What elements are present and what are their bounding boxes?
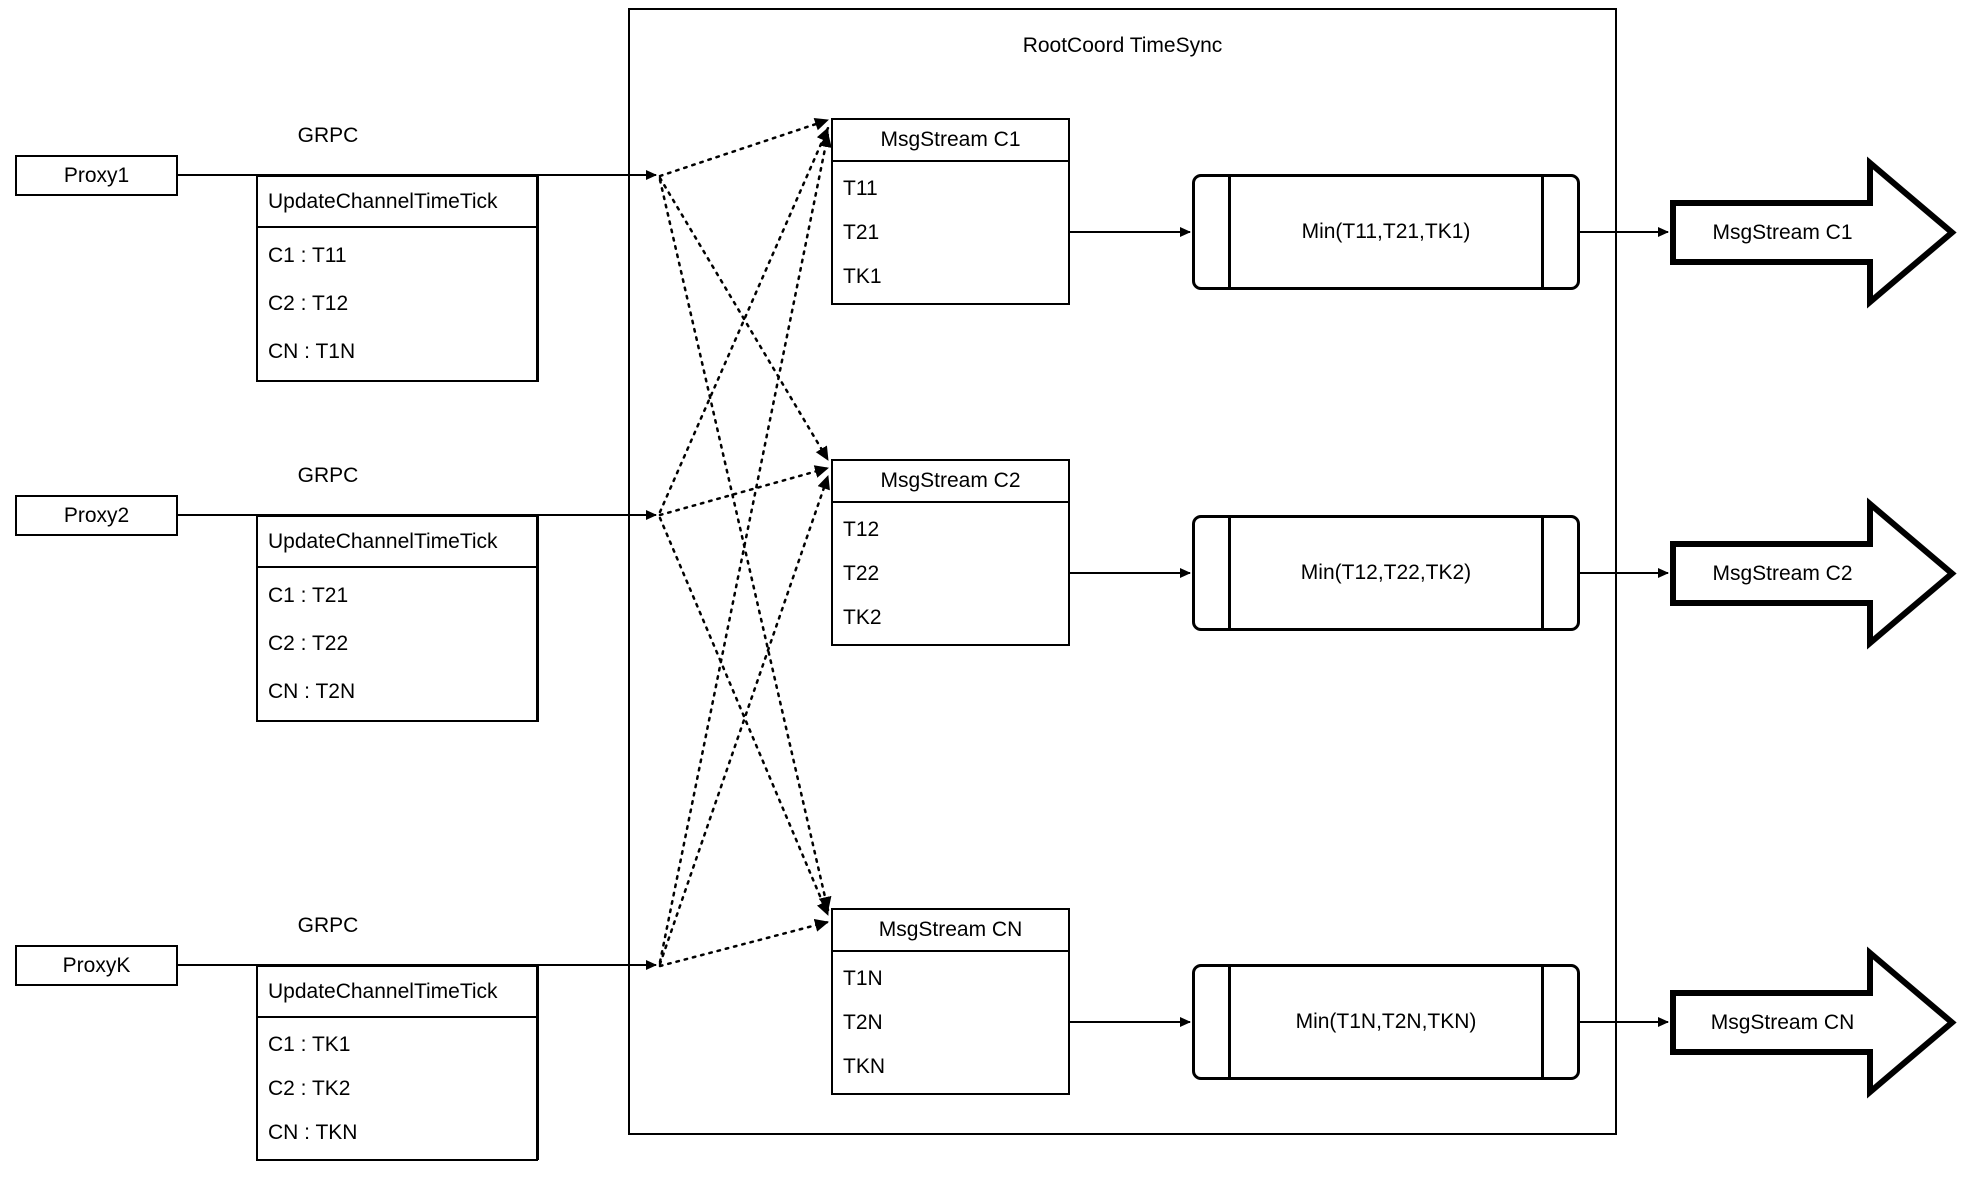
edge-p2-to-stream-c2 — [658, 465, 830, 517]
edge-p1-to-stream-c1 — [658, 117, 830, 178]
proxy-box-1[interactable]: Proxy1 — [15, 155, 178, 196]
msgstream-c1-body: T11 T21 TK1 — [833, 162, 1068, 303]
msgstream-c1-title: MsgStream C1 — [833, 120, 1068, 162]
table-2-title: UpdateChannelTimeTick — [258, 517, 536, 568]
output-block-arrow-cn: MsgStream CN — [1670, 946, 1957, 1099]
block-arrow-shape — [1670, 156, 1957, 309]
table-row: T11 — [843, 176, 878, 200]
msgstream-table-c2: MsgStream C2 T12 T22 TK2 — [831, 459, 1070, 646]
edge-label-grpc-3: GRPC — [297, 914, 359, 937]
proxy-box-2[interactable]: Proxy2 — [15, 495, 178, 536]
process-left-bar — [1228, 967, 1231, 1077]
output-block-arrow-cn-label: MsgStream CN — [1710, 1010, 1855, 1034]
min-process-cn-label: Min(T1N,T2N,TKN) — [1295, 1010, 1477, 1033]
min-process-c1-label: Min(T11,T21,TK1) — [1301, 220, 1471, 243]
min-process-c1: Min(T11,T21,TK1) — [1192, 174, 1580, 290]
process-left-bar — [1228, 518, 1231, 628]
table-row: T1N — [843, 966, 883, 990]
msgstream-table-c1: MsgStream C1 T11 T21 TK1 — [831, 118, 1070, 305]
table-row: CN : T2N — [268, 680, 356, 704]
edge-p2-to-stream-c1 — [658, 126, 830, 514]
process-right-bar — [1541, 967, 1544, 1077]
table-2-body: C1 : T21 C2 : T22 CN : T2N — [258, 568, 536, 720]
edge-pk-to-stream-cn — [658, 919, 830, 968]
table-3-body: C1 : TK1 C2 : TK2 CN : TKN — [258, 1018, 536, 1159]
proxy-box-1-label: Proxy1 — [63, 163, 130, 187]
table-1-body: C1 : T11 C2 : T12 CN : T1N — [258, 228, 536, 380]
process-right-bar — [1541, 518, 1544, 628]
edge-pk-to-stream-c2 — [658, 474, 830, 966]
proxy-box-3-label: ProxyK — [62, 953, 131, 977]
msgstream-cn-body: T1N T2N TKN — [833, 952, 1068, 1093]
output-block-arrow-c2-label: MsgStream C2 — [1712, 561, 1853, 585]
edge-p1-to-stream-c2 — [658, 176, 830, 462]
output-block-arrow-c1: MsgStream C1 — [1670, 156, 1957, 309]
update-channel-timetick-table-3: UpdateChannelTimeTick C1 : TK1 C2 : TK2 … — [256, 965, 538, 1161]
msgstream-c2-title: MsgStream C2 — [833, 461, 1068, 503]
table-row: T12 — [843, 517, 880, 541]
table-row: TK1 — [843, 265, 882, 289]
table-row: C1 : T21 — [268, 584, 349, 608]
rootcoord-timesync-title: RootCoord TimeSync — [1022, 34, 1223, 57]
edge-p2-to-stream-cn — [658, 516, 830, 917]
process-left-bar — [1228, 177, 1231, 287]
min-process-c2-label: Min(T12,T22,TK2) — [1300, 561, 1472, 584]
table-row: T22 — [843, 561, 880, 585]
table-row: CN : T1N — [268, 340, 356, 364]
table-row: T21 — [843, 220, 880, 244]
table-3-title: UpdateChannelTimeTick — [258, 967, 536, 1018]
table-row: C1 : T11 — [268, 244, 347, 268]
process-right-bar — [1541, 177, 1544, 287]
table-row: C2 : TK2 — [268, 1076, 351, 1100]
edge-label-grpc-1: GRPC — [297, 124, 359, 147]
update-channel-timetick-table-2: UpdateChannelTimeTick C1 : T21 C2 : T22 … — [256, 515, 538, 722]
msgstream-table-cn: MsgStream CN T1N T2N TKN — [831, 908, 1070, 1095]
block-arrow-shape — [1670, 946, 1957, 1099]
table-1-title: UpdateChannelTimeTick — [258, 177, 536, 228]
proxy-box-2-label: Proxy2 — [63, 503, 130, 527]
table-row: C1 : TK1 — [268, 1032, 351, 1056]
output-block-arrow-c1-label: MsgStream C1 — [1712, 220, 1853, 244]
table-row: CN : TKN — [268, 1121, 358, 1145]
table-row: T2N — [843, 1010, 883, 1034]
output-block-arrow-c2: MsgStream C2 — [1670, 497, 1957, 650]
edge-label-grpc-2: GRPC — [297, 464, 359, 487]
update-channel-timetick-table-1: UpdateChannelTimeTick C1 : T11 C2 : T12 … — [256, 175, 538, 382]
table-row: C2 : T22 — [268, 632, 349, 656]
table-row: TK2 — [843, 606, 882, 630]
min-process-c2: Min(T12,T22,TK2) — [1192, 515, 1580, 631]
proxy-box-3[interactable]: ProxyK — [15, 945, 178, 986]
table-row: C2 : T12 — [268, 292, 349, 316]
min-process-cn: Min(T1N,T2N,TKN) — [1192, 964, 1580, 1080]
msgstream-c2-body: T12 T22 TK2 — [833, 503, 1068, 644]
rootcoord-timesync-container — [628, 8, 1617, 1135]
msgstream-cn-title: MsgStream CN — [833, 910, 1068, 952]
table-row: TKN — [843, 1055, 885, 1079]
block-arrow-shape — [1670, 497, 1957, 650]
